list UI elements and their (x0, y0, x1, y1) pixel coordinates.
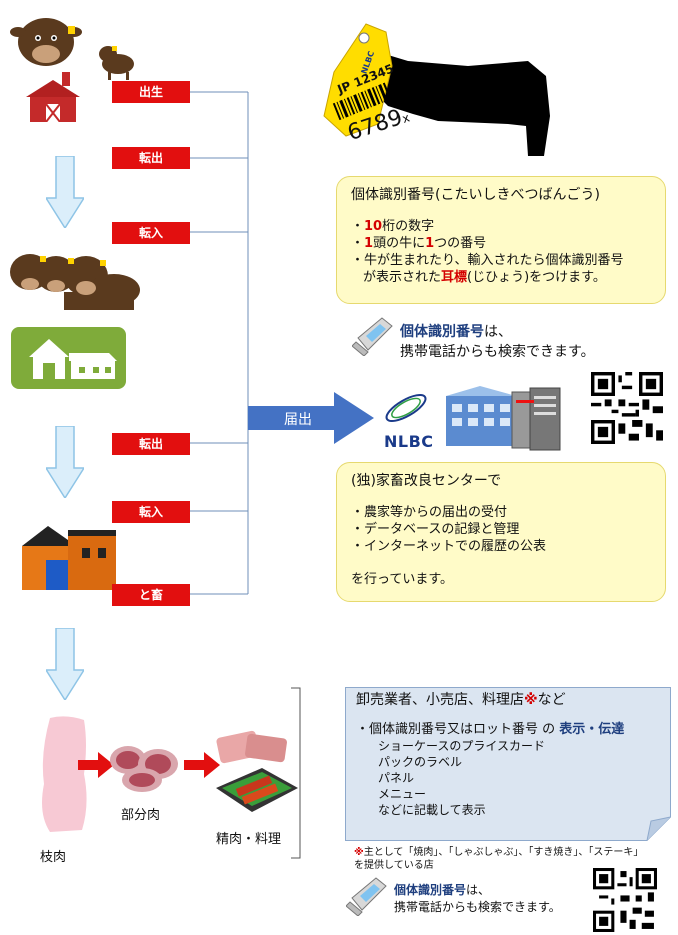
label-transfer-in-1: 転入 (112, 222, 190, 244)
id-box-line-3: ・牛が生まれたり、輸入されたら個体識別番号 (351, 253, 624, 268)
center-item-2: ・データベースの記録と管理 (351, 522, 520, 537)
center-info-box: (独)家畜改良センターで ・農家等からの届出の受付 ・データベースの記録と管理 … (336, 462, 666, 602)
qr-code-2 (592, 868, 658, 932)
farm-barn-icon (11, 327, 126, 389)
center-item-3: ・インターネットでの履歴の公表 (351, 539, 547, 554)
nlbc-center-illustration (385, 386, 561, 451)
carcass-illustration (42, 716, 87, 832)
id-box-line-4: が表示された耳標(じひょう)をつけます。 (363, 270, 606, 285)
id-box-line-1: ・10桁の数字 (351, 219, 435, 234)
ear-tag-barcode (332, 82, 392, 121)
retail-subitem-3: パネル (378, 771, 415, 785)
label-transfer-out-2: 転出 (112, 433, 190, 455)
red-arrow-1 (78, 752, 114, 778)
down-arrow-3 (46, 628, 84, 700)
report-arrow (248, 392, 374, 444)
down-arrow-1 (46, 156, 84, 228)
retail-subitem-5: などに記載して表示 (378, 803, 486, 817)
label-meat-dishes: 精肉・料理 (216, 832, 282, 847)
center-box-title: (独)家畜改良センターで (351, 473, 502, 489)
phone-note-1: 個体識別番号は、 携帯電話からも検索できます。 (400, 324, 595, 360)
footnote: ※主として「焼肉」、「しゃぶしゃぶ」、「すき焼き」、「ステーキ」 を提供している… (354, 847, 644, 871)
retail-subitem-1: ショーケースのプライスカード (378, 739, 546, 753)
mobile-phone-icon (352, 317, 393, 356)
retail-box-title: 卸売業者、小売店、料理店※など (356, 692, 566, 708)
red-arrow-2 (184, 752, 220, 778)
label-carcass: 枝肉 (40, 850, 67, 865)
label-transfer-out-1: 転出 (112, 147, 190, 169)
phone-note-2: 個体識別番号は、 携帯電話からも検索できます。 (394, 883, 561, 914)
id-box-line-2: ・1頭の牛に1つの番号 (351, 236, 487, 251)
retail-box-background (345, 687, 671, 841)
center-box-footer: を行っています。 (351, 572, 454, 587)
report-label: 届出 (284, 412, 312, 428)
calf-cows-illustration (10, 18, 134, 122)
slaughterhouse-icon (22, 526, 116, 590)
mobile-phone-icon-2 (346, 877, 387, 916)
qr-code-1 (590, 372, 664, 444)
id-number-info-box: 個体識別番号(こたいしきべつばんごう) ・10桁の数字 ・1頭の牛に1つの番号 … (336, 176, 666, 304)
label-transfer-in-2: 転入 (112, 501, 190, 523)
down-arrow-2 (46, 426, 84, 498)
retail-info-box: 卸売業者、小売店、料理店※など ・個体識別番号又はロット番号 の 表示・伝達 シ… (356, 692, 656, 818)
nlbc-logo-text: NLBC (384, 432, 434, 451)
retail-subitem-2: パックのラベル (378, 755, 463, 769)
label-slaughter: と畜 (112, 584, 190, 606)
meat-cuts-illustration (110, 746, 178, 792)
center-item-1: ・農家等からの届出の受付 (351, 505, 508, 520)
label-cuts: 部分肉 (121, 808, 161, 823)
retail-subitem-4: メニュー (378, 787, 427, 801)
label-birth: 出生 (112, 81, 190, 103)
meat-dishes-illustration (216, 730, 298, 812)
cattle-herd-illustration (10, 254, 140, 310)
id-box-title: 個体識別番号(こたいしきべつばんごう) (351, 187, 600, 203)
retail-bullet: ・個体識別番号又はロット番号 の 表示・伝達 (356, 722, 625, 737)
